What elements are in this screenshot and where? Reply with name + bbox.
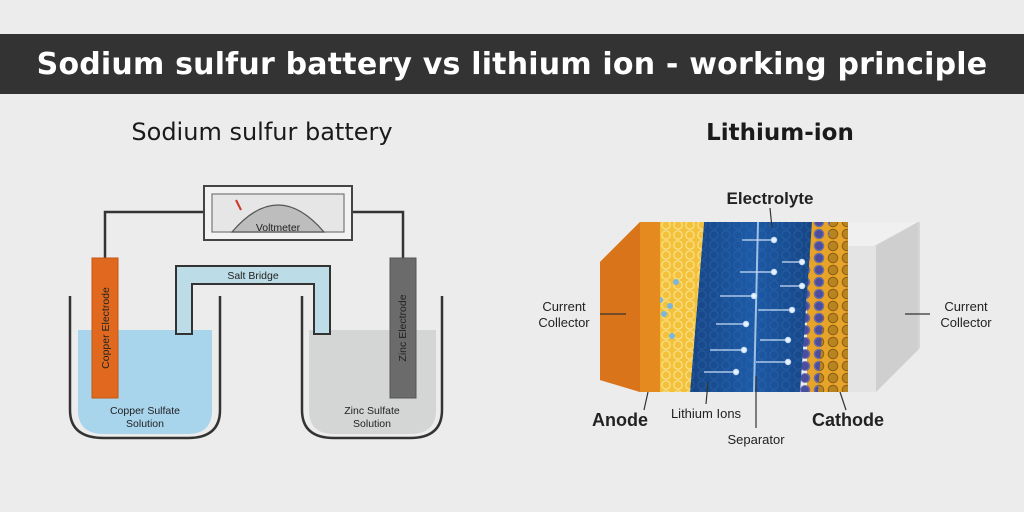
anode-lattice (648, 222, 704, 392)
galvanic-cell-diagram: Voltmeter Copper Sulfate Solution Zinc S… (68, 185, 444, 440)
current-collector-right-label-1: Current (944, 299, 988, 314)
separator-membrane (753, 221, 759, 393)
zinc-solution-label-1: Zinc Sulfate (344, 405, 400, 417)
leader-lines (600, 207, 930, 428)
beaker-left (68, 296, 222, 440)
voltmeter-label: Voltmeter (256, 222, 301, 234)
cathode-collector-edge (876, 222, 918, 392)
sodium-sulfur-title: Sodium sulfur battery (131, 118, 393, 146)
lithium-ion-arrows (704, 236, 806, 376)
salt-bridge (175, 265, 331, 335)
beaker-right (300, 296, 444, 440)
anode-collector-side (600, 222, 640, 392)
copper-solution-label-1: Copper Sulfate (110, 405, 180, 417)
lithium-ion-cell-diagram: Electrolyte Current Collector Current Co… (538, 189, 992, 447)
zinc-electrode (389, 257, 417, 399)
zinc-solution-label-2: Solution (353, 418, 391, 430)
current-collector-left-label-1: Current (542, 299, 586, 314)
voltmeter-needle (235, 199, 242, 211)
current-collector-left-label-2: Collector (538, 315, 590, 330)
electrolyte-texture (690, 222, 812, 392)
electrolyte-label: Electrolyte (727, 189, 814, 208)
copper-electrode-label: Copper Electrode (100, 287, 112, 369)
cathode-label: Cathode (812, 410, 884, 430)
separator-label: Separator (727, 432, 785, 447)
wire-left (103, 210, 206, 258)
current-collector-right-label-2: Collector (940, 315, 992, 330)
cathode-collector-top (845, 222, 918, 246)
voltmeter-dial (230, 204, 326, 233)
cathode-collector-front (848, 246, 876, 392)
page-title: Sodium sulfur battery vs lithium ion - w… (0, 34, 1024, 94)
zinc-electrode-label: Zinc Electrode (397, 294, 409, 361)
wire-right (350, 210, 405, 258)
voltmeter: Voltmeter (203, 185, 353, 241)
salt-bridge-label: Salt Bridge (227, 270, 279, 282)
copper-electrode (91, 257, 119, 399)
lithium-ions-label: Lithium Ions (671, 406, 742, 421)
anode-label: Anode (592, 410, 648, 430)
lithium-ion-title: Lithium-ion (706, 120, 854, 146)
copper-solution-label-2: Solution (126, 418, 164, 430)
